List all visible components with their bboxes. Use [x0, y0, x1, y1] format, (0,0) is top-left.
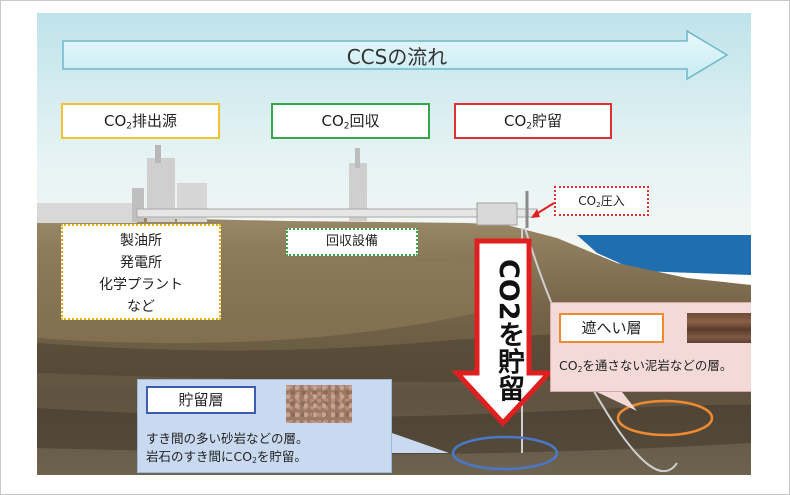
mudstone-sample-image: [687, 313, 751, 343]
ccs-scene: CCSの流れ CO2排出源 CO2回収 CO2貯留 製油所 発電所 化学プラント…: [37, 13, 751, 475]
stage-label: CO: [503, 112, 527, 130]
stage-label-suffix: 貯留: [532, 112, 563, 130]
caprock-description: CO2を通さない泥岩などの層。: [559, 355, 751, 374]
source-line: 化学プラント: [99, 277, 183, 293]
caprock-title: 遮へい層: [559, 313, 664, 343]
flow-label: CCSの流れ: [346, 45, 448, 69]
reservoir-desc-line: 岩石のすき間にCO2を貯留。: [146, 448, 391, 470]
reservoir-desc-sub: 2: [252, 455, 257, 465]
reservoir-desc-suffix: を貯留。: [256, 449, 307, 464]
caprock-callout: 遮へい層 CO2を通さない泥岩などの層。: [550, 302, 751, 392]
injection-label-sub: 2: [596, 199, 601, 209]
caprock-marker: [616, 399, 714, 437]
caprock-desc-sub: 2: [577, 364, 583, 374]
injection-box: CO2圧入: [554, 186, 649, 216]
stage-label: CO: [103, 112, 127, 130]
reservoir-desc-line: すき間の多い砂岩などの層。: [146, 431, 309, 446]
stage-emission-source: CO2排出源: [61, 103, 220, 139]
reservoir-title: 貯留層: [146, 386, 256, 414]
reservoir-callout: 貯留層 すき間の多い砂岩などの層。 岩石のすき間にCO2を貯留。: [137, 379, 392, 473]
stage-capture: CO2回収: [271, 103, 430, 139]
injection-label-suffix: 圧入: [600, 194, 625, 208]
caprock-callout-tail: [597, 392, 637, 411]
reservoir-marker: [451, 435, 559, 471]
storage-arrow: [451, 238, 555, 427]
stage-label-sub: 2: [126, 121, 132, 132]
reservoir-description: すき間の多い砂岩などの層。 岩石のすき間にCO2を貯留。: [146, 430, 391, 470]
stage-label-sub: 2: [343, 121, 350, 132]
reservoir-desc-text: 岩石のすき間にCO: [146, 449, 253, 464]
capture-tower: [349, 163, 367, 221]
source-line: など: [127, 299, 155, 315]
source-line: 発電所: [120, 255, 162, 271]
injection-label: CO: [578, 194, 597, 208]
stage-label: CO: [321, 112, 344, 130]
sandstone-sample-image: [286, 385, 352, 423]
reservoir-callout-tail: [392, 433, 449, 453]
caprock-desc-suffix: を通さない泥岩などの層。: [582, 358, 733, 373]
stage-label-suffix: 排出源: [132, 112, 178, 130]
flow-arrow: [62, 29, 729, 81]
stage-storage: CO2貯留: [454, 103, 612, 139]
stage-label-sub: 2: [526, 121, 532, 132]
capture-facility-box: 回収設備: [286, 228, 418, 256]
storage-arrow-text: CO2を貯留: [493, 259, 524, 402]
stage-label-suffix: 回収: [349, 112, 380, 130]
injection-facility: [476, 202, 518, 226]
sea: [577, 235, 751, 275]
deviated-well: [524, 227, 678, 473]
caprock-desc-text: CO: [559, 358, 578, 373]
industrial-buildings: [37, 203, 137, 223]
emission-sources-box: 製油所 発電所 化学プラント など: [61, 224, 221, 320]
source-line: 製油所: [120, 233, 162, 249]
